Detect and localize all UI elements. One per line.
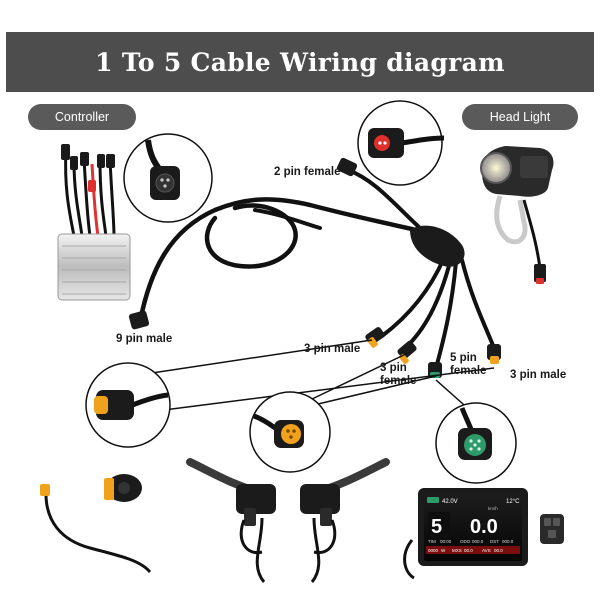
display-power-unit: W xyxy=(441,548,446,553)
display-odo-label: ODO xyxy=(460,539,471,544)
headlight-tag: Head Light xyxy=(462,104,578,130)
display-mxs-label: MXS xyxy=(452,548,462,553)
display-power-value: 0000 xyxy=(428,548,439,553)
connector-9pin xyxy=(128,310,150,330)
headlight-lamp xyxy=(480,146,554,284)
diagram-title: 1 To 5 Cable Wiring diagram xyxy=(95,47,505,77)
label-3pin-male-right: 3 pin male xyxy=(510,369,567,381)
zoom-3pin-female xyxy=(249,391,331,473)
connector-3pin-male-left xyxy=(365,327,385,348)
zoom-9pin-connector xyxy=(123,133,213,223)
connector-3pin-female xyxy=(397,340,417,364)
label-9pin-male: 9 pin male xyxy=(116,333,173,345)
thumb-throttle xyxy=(40,474,152,574)
display-dst-label: DST xyxy=(490,539,499,544)
display-mxs-value: 00.0 xyxy=(464,548,473,553)
zoom-5pin-female xyxy=(435,402,517,484)
connector-3pin-male-right xyxy=(487,344,501,364)
display-tim-value: 00:00 xyxy=(440,539,452,544)
display-dst-value: 000.0 xyxy=(502,539,514,544)
display-unit: km/h xyxy=(488,506,498,511)
display-temperature: 12°C xyxy=(506,499,520,505)
title-banner: 1 To 5 Cable Wiring diagram xyxy=(6,32,594,92)
lcd-display: 42.0V 12°C km/h 5 0.0 TIM 00:00 ODO 000.… xyxy=(403,488,564,580)
label-3pin-female: 3 pin female xyxy=(380,362,417,387)
display-tim-label: TIM xyxy=(428,539,436,544)
brake-lever-left xyxy=(186,458,276,583)
zoom-2pin-connector xyxy=(357,100,445,186)
label-3pin-male-left: 3 pin male xyxy=(304,343,361,355)
label-5pin-female: 5 pin female xyxy=(450,352,487,377)
display-odo-value: 000.0 xyxy=(472,539,484,544)
zoom-3pin-male xyxy=(85,362,171,448)
controller-tag: Controller xyxy=(28,104,136,130)
controller-unit xyxy=(57,144,131,301)
display-speed: 0.0 xyxy=(470,516,498,538)
brake-lever-right xyxy=(300,458,390,583)
display-avs-label: AVS xyxy=(482,548,491,553)
label-2pin-female: 2 pin female xyxy=(274,166,341,178)
connector-2pin xyxy=(336,157,358,177)
splitter-hub xyxy=(410,225,465,267)
display-voltage: 42.0V xyxy=(442,499,458,505)
display-avs-value: 00.0 xyxy=(494,548,503,553)
display-level: 5 xyxy=(431,516,442,538)
